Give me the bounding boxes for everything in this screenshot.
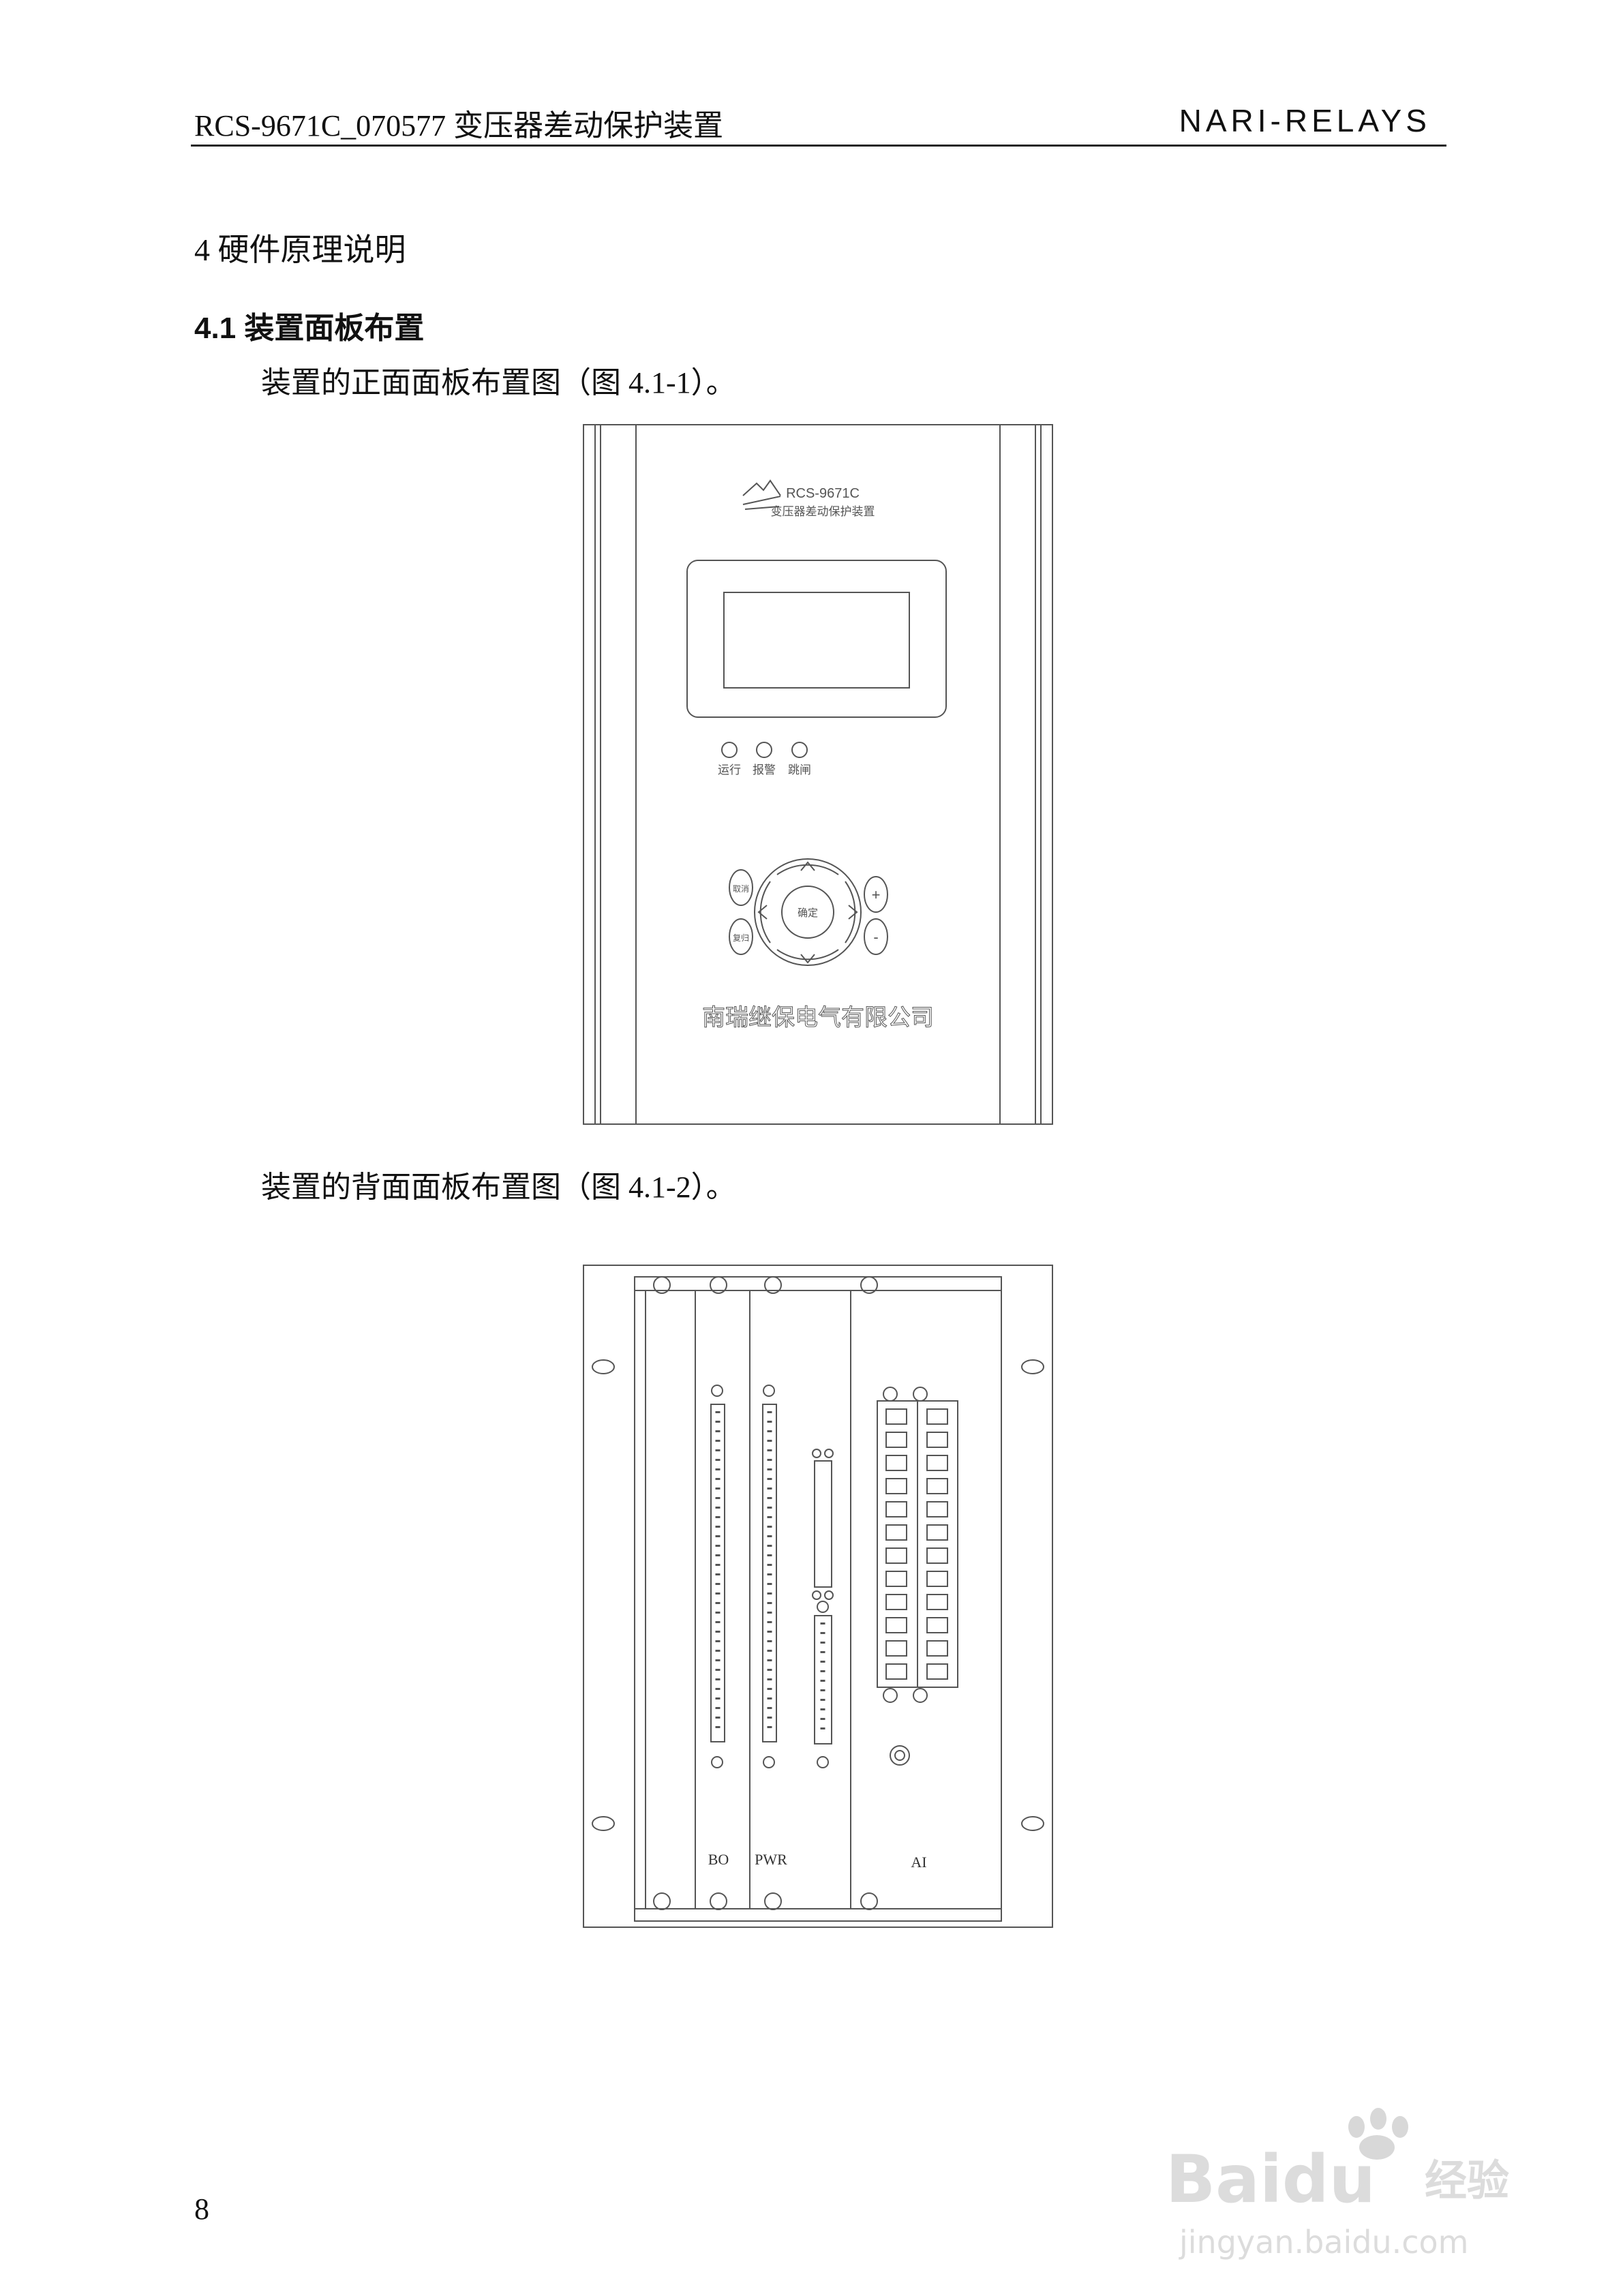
mount-hole-icon [592,1816,615,1831]
watermark-brand: Baidu [1166,2141,1376,2218]
ground-stud-icon [890,1745,910,1766]
led-label-trip: 跳闸 [788,764,811,777]
baidu-jingyan-watermark: Baidu 经验 jingyan.baidu.com [1159,2093,1541,2270]
mount-hole-icon [1021,1359,1044,1374]
minus-key-label: - [873,928,878,946]
plus-key [864,876,888,913]
led-run-icon [721,742,738,758]
page-number: 8 [194,2192,209,2226]
header-title: RCS-9671C_070577 变压器差动保护装置 [194,109,724,142]
lcd-screen [723,592,910,689]
ground-icon [817,1756,829,1768]
left-arrow-icon [757,905,768,920]
section-heading: 4.1 装置面板布置 [194,312,425,345]
slot-label-bo: BO [708,1851,729,1868]
header-brand: NARI-RELAYS [1179,103,1431,138]
keypad: 确定 取消 复归 + - [729,858,888,966]
ground-icon [763,1756,775,1768]
cancel-key-label: 取消 [733,884,749,894]
mount-hole-icon [592,1359,615,1374]
mount-hole-icon [1021,1816,1044,1831]
cancel-key [729,869,753,906]
company-name: 南瑞继保电气有限公司 [702,1004,934,1031]
front-panel-caption: 装置的正面面板布置图（图 4.1-1）。 [261,366,736,399]
paw-logo-icon [1348,2108,1408,2160]
led-label-run: 运行 [718,764,741,777]
lcd-frame [686,560,947,718]
minus-key [864,918,888,955]
up-arrow-icon [800,861,815,871]
down-arrow-icon [800,954,815,964]
led-label-alarm: 报警 [753,764,776,777]
led-trip-icon [791,742,808,758]
back-panel-figure: BO PWR AI [583,1265,1053,1928]
enter-key [781,886,834,939]
aux-terminal-strip [814,1615,832,1744]
pwr-terminal-strip [762,1404,777,1742]
reset-key-label: 复归 [733,933,749,943]
header-divider [191,145,1446,147]
panel-device-name: 变压器差动保护装置 [771,505,875,519]
reset-key [729,918,753,955]
slot-label-pwr: PWR [755,1851,787,1868]
panel-model: RCS-9671C [786,486,860,501]
enter-key-label: 确定 [798,907,818,919]
chapter-heading: 4 硬件原理说明 [194,232,406,267]
slot-label-ai: AI [911,1854,926,1871]
comm-port [814,1460,832,1588]
bo-terminal-strip [710,1404,725,1742]
nari-logo-icon [742,479,781,510]
ground-icon [711,1756,723,1768]
back-panel-caption: 装置的背面面板布置图（图 4.1-2）。 [261,1170,736,1204]
front-panel-figure: RCS-9671C 变压器差动保护装置 运行 报警 跳闸 确定 取消 复归 [583,424,1053,1125]
plus-key-label: + [872,886,881,903]
watermark-cn: 经验 [1425,2156,1509,2205]
watermark-url: jingyan.baidu.com [1179,2224,1469,2261]
led-alarm-icon [756,742,772,758]
right-arrow-icon [848,905,858,920]
